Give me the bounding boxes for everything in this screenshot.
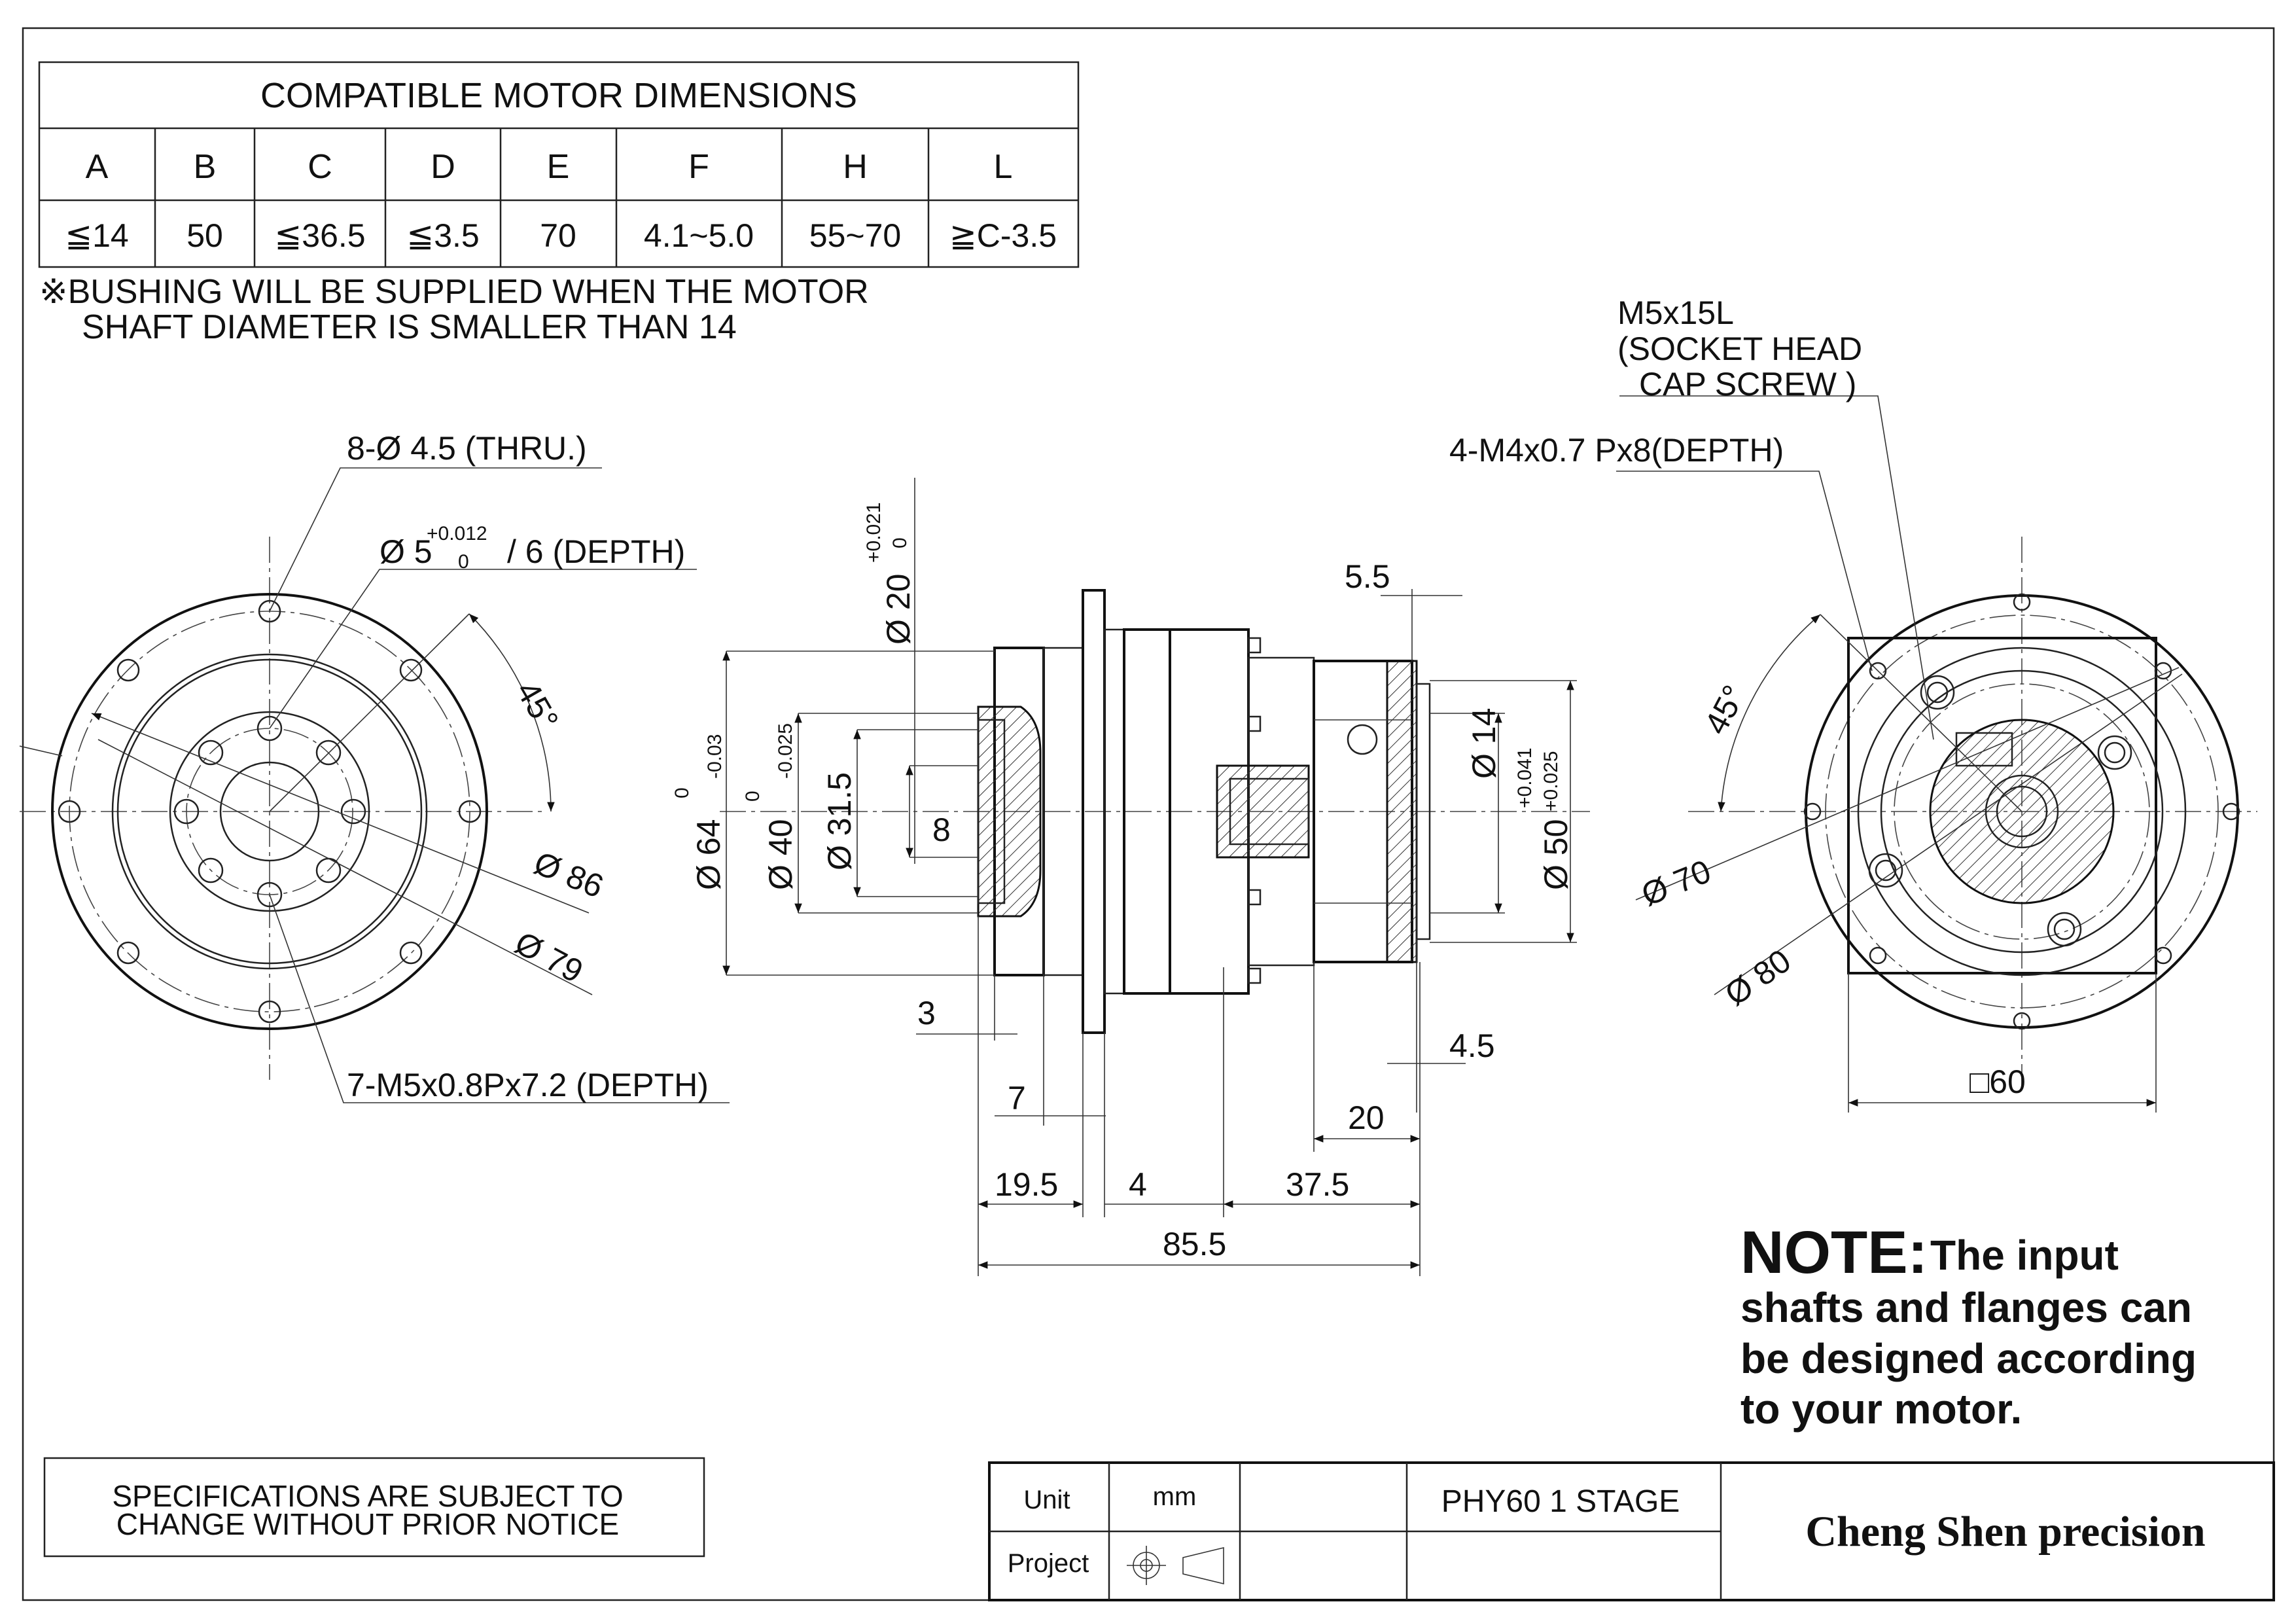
model-label: PHY60 1 STAGE [1441, 1484, 1680, 1519]
side-dim-3: 3 [917, 995, 936, 1031]
side-dia-40-tol-upper: 0 [742, 791, 764, 802]
project-label: Project [1008, 1549, 1089, 1578]
motor-dimension-table: COMPATIBLE MOTOR DIMENSIONS A B C D E F … [38, 61, 1080, 268]
left-pin-tol-upper: +0.012 [427, 523, 487, 544]
note-line4: to your motor. [1740, 1385, 2022, 1433]
side-dim-4: 4 [1129, 1166, 1147, 1203]
side-bore-14-tol-upper: +0.041 [1514, 747, 1536, 808]
unit-value: mm [1153, 1482, 1197, 1511]
note-line2: shafts and flanges can [1740, 1284, 2192, 1331]
thru-holes [58, 599, 482, 1024]
bushing-note-line1: ※BUSHING WILL BE SUPPLIED WHEN THE MOTOR [39, 273, 869, 311]
side-dim-4-5: 4.5 [1449, 1027, 1495, 1064]
left-dia-86: Ø 86 [529, 844, 609, 905]
right-screw-line3: CAP SCREW ) [1639, 366, 1856, 402]
side-dim-37-5: 37.5 [1286, 1166, 1349, 1203]
value-l: ≧C-3.5 [949, 217, 1057, 254]
input-flange-outer-circle [1805, 594, 2239, 1029]
value-a: ≦14 [65, 217, 129, 254]
left-angle-label: 45° [509, 675, 565, 736]
header-b: B [194, 148, 217, 186]
right-tap-callout: 4-M4x0.7 Px8(DEPTH) [1449, 432, 1784, 469]
left-tap-callout: 7-M5x0.8Px7.2 (DEPTH) [347, 1067, 709, 1103]
right-screw-line2: (SOCKET HEAD [1617, 330, 1862, 367]
right-angle-label: 45° [1697, 679, 1753, 740]
side-dia-64: Ø 64 [690, 819, 727, 890]
header-c: C [308, 148, 332, 186]
value-h: 55~70 [809, 217, 901, 254]
note-block: NOTE: The input shafts and flanges can b… [1740, 1219, 2197, 1433]
projection-symbol-icon [1127, 1546, 1224, 1585]
header-e: E [547, 148, 570, 186]
bushing-note-line2: SHAFT DIAMETER IS SMALLER THAN 14 [82, 308, 737, 346]
left-pin-callout-tail: / 6 (DEPTH) [507, 533, 685, 570]
side-dia-64-tol-lower: -0.03 [704, 734, 726, 779]
left-pin-callout: Ø 5 [380, 533, 433, 570]
side-dia-40-tol-lower: -0.025 [775, 723, 796, 779]
side-shaft-tol-lower: 0 [889, 537, 911, 548]
right-dia-70: Ø 70 [1636, 853, 1716, 914]
header-h: H [843, 148, 868, 186]
value-f: 4.1~5.0 [644, 217, 754, 254]
side-dia-31-5: Ø 31.5 [821, 772, 858, 870]
side-dia-64-tol-upper: 0 [671, 787, 693, 798]
side-dim-20: 20 [1348, 1099, 1385, 1136]
side-bore-14-tol-lower: +0.025 [1540, 751, 1562, 812]
value-c: ≦36.5 [274, 217, 365, 254]
spec-line2: CHANGE WITHOUT PRIOR NOTICE [116, 1507, 619, 1541]
flange-outer-circle [51, 593, 488, 1030]
side-dim-7: 7 [1008, 1080, 1026, 1116]
value-d: ≦3.5 [406, 217, 479, 254]
company-name: Cheng Shen precision [1805, 1508, 2205, 1556]
value-b: 50 [186, 217, 223, 254]
side-section-view: Ø 64 0 -0.03 Ø 40 0 -0.025 Ø 31.5 8 Ø 20… [671, 478, 1590, 1276]
side-dim-5-5: 5.5 [1345, 558, 1390, 595]
header-a: A [86, 148, 109, 186]
right-dia-80: Ø 80 [1718, 942, 1797, 1013]
left-dia-79: Ø 79 [509, 924, 589, 990]
side-bore-14: Ø 14 [1466, 708, 1502, 779]
side-dia-40: Ø 40 [762, 819, 799, 890]
left-flange-view: 8-Ø 4.5 (THRU.) Ø 5 +0.012 0 / 6 (DEPTH)… [19, 430, 730, 1103]
side-shaft-dia: Ø 20 [880, 574, 917, 645]
side-dia-50: Ø 50 [1538, 819, 1574, 890]
note-line3: be designed according [1740, 1335, 2197, 1382]
side-key-8: 8 [932, 812, 951, 848]
side-shaft-tol-upper: +0.021 [863, 502, 885, 563]
value-e: 70 [540, 217, 576, 254]
right-square-60: □60 [1969, 1063, 2026, 1100]
right-screw-line1: M5x15L [1617, 294, 1734, 331]
side-dim-19-5: 19.5 [995, 1166, 1058, 1203]
unit-label: Unit [1023, 1486, 1070, 1514]
tapped-holes [173, 715, 366, 908]
header-l: L [994, 148, 1013, 186]
side-dim-85-5: 85.5 [1163, 1226, 1226, 1262]
table-title: COMPATIBLE MOTOR DIMENSIONS [260, 76, 857, 115]
note-title: NOTE: [1740, 1219, 1928, 1286]
note-line1: The input [1930, 1232, 2119, 1279]
header-d: D [431, 148, 455, 186]
spec-line1: SPECIFICATIONS ARE SUBJECT TO [112, 1479, 623, 1513]
left-holes-callout: 8-Ø 4.5 (THRU.) [347, 430, 587, 467]
title-block: Unit mm PHY60 1 STAGE Project Cheng Shen… [988, 1461, 2275, 1601]
header-f: F [688, 148, 709, 186]
spec-box: SPECIFICATIONS ARE SUBJECT TO CHANGE WIT… [43, 1457, 705, 1558]
left-pin-tol-lower: 0 [458, 551, 469, 573]
